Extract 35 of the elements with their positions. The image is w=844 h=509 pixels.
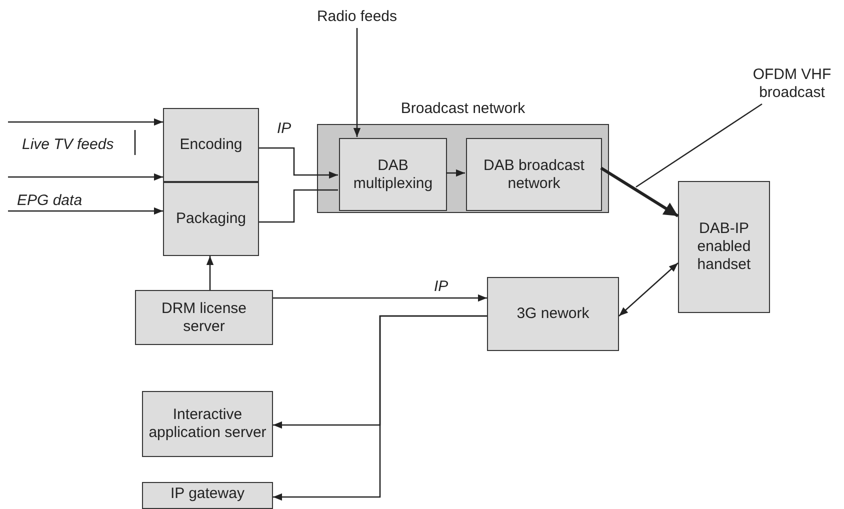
box-label: Encoding (178, 135, 244, 155)
node-text: Radio feeds (312, 8, 402, 28)
box-label: DAB multiplexing (352, 156, 434, 194)
arrow (259, 147, 338, 179)
arrow (8, 207, 163, 215)
process-box (678, 181, 770, 313)
leader-line (636, 103, 762, 188)
box-label: IP gateway (170, 484, 246, 504)
arrow (8, 118, 163, 126)
arrow (618, 262, 678, 316)
arrow (206, 256, 214, 290)
process-box (135, 290, 273, 345)
box-label: DRM license server (160, 298, 248, 336)
arrow (446, 169, 465, 177)
process-box (339, 138, 447, 211)
box-label: 3G nework (516, 304, 590, 324)
process-box (163, 182, 259, 256)
arrow (600, 166, 679, 218)
box-label: Interactive application server (148, 405, 268, 443)
box-label: Packaging (174, 209, 248, 229)
arrow (8, 173, 163, 181)
input-label: Live TV feeds (22, 136, 114, 153)
box-label: DAB broadcast network (482, 156, 586, 194)
group-heading: Broadcast network (400, 100, 526, 117)
process-box (142, 391, 273, 457)
arrow (273, 294, 487, 302)
arrow (273, 315, 487, 501)
process-box (466, 138, 602, 211)
arrow (353, 28, 361, 137)
process-box (142, 482, 273, 509)
node-text: OFDM VHF broadcast (742, 66, 842, 104)
process-box (487, 277, 619, 351)
process-box (163, 108, 259, 182)
box-label: DAB-IP enabled handset (696, 219, 752, 275)
input-label: EPG data (17, 192, 82, 209)
